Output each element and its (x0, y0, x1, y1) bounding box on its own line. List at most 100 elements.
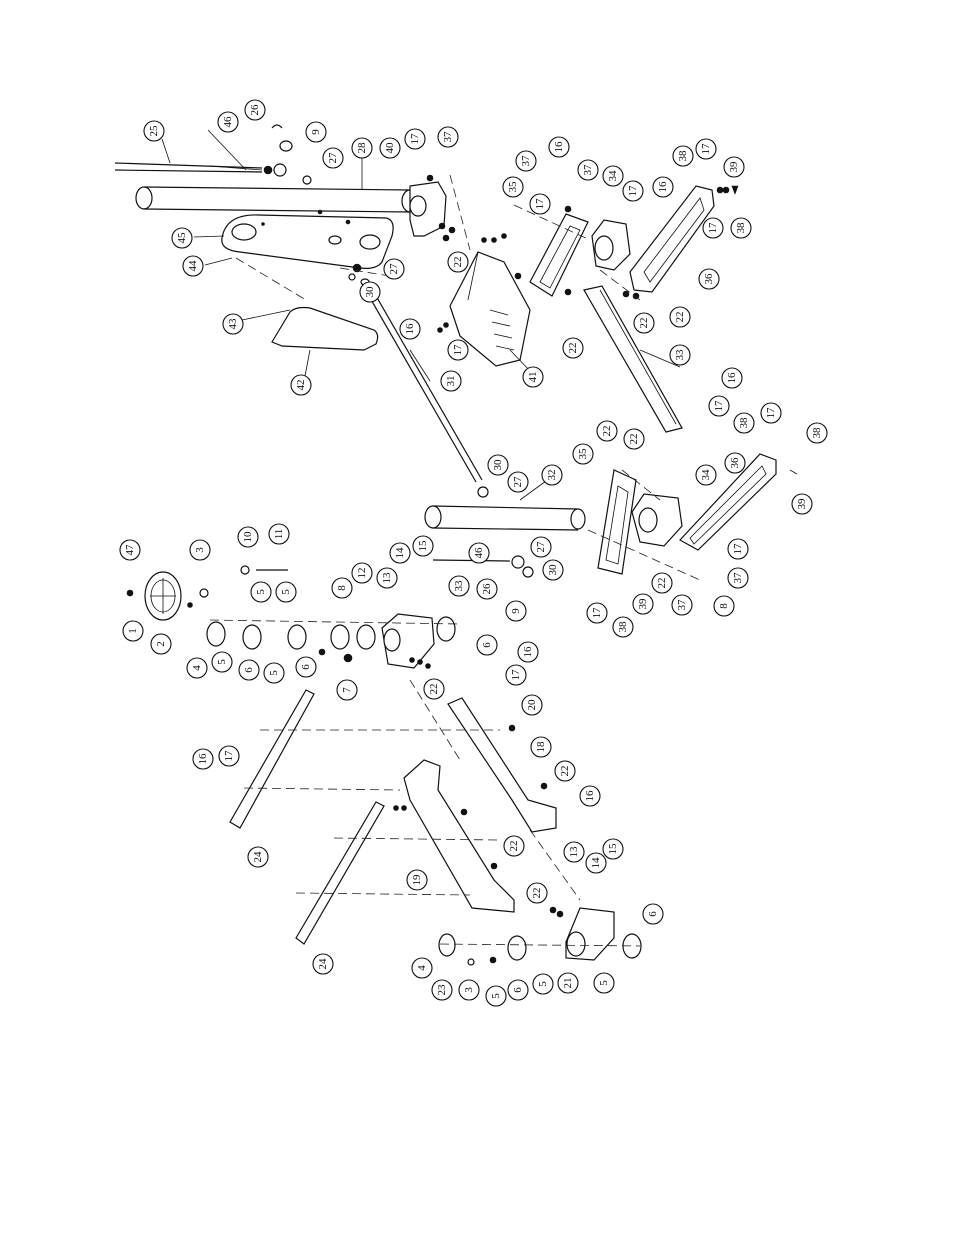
svg-text:36: 36 (703, 273, 715, 285)
svg-text:44: 44 (187, 260, 199, 272)
svg-text:38: 38 (735, 222, 747, 234)
svg-text:9: 9 (310, 129, 322, 135)
svg-text:38: 38 (617, 621, 629, 633)
callout-c22i: 22 (554, 760, 576, 782)
svg-text:17: 17 (765, 407, 777, 419)
callout-c37e: 37 (727, 567, 749, 589)
callout-c22h: 22 (423, 678, 445, 700)
upper-rail-right (629, 185, 739, 293)
cover-plate (271, 306, 379, 351)
svg-text:16: 16 (726, 372, 738, 384)
callout-c24a: 24 (247, 846, 269, 868)
callout-c17i: 17 (586, 602, 608, 624)
svg-text:8: 8 (336, 585, 348, 591)
svg-text:25: 25 (148, 125, 160, 137)
svg-text:6: 6 (243, 667, 255, 673)
svg-text:43: 43 (227, 318, 239, 330)
callout-c5b: 5 (275, 581, 297, 603)
callout-c34b: 34 (695, 464, 717, 486)
callout-c24b: 24 (312, 953, 334, 975)
callout-c25a: 25 (143, 120, 165, 142)
svg-text:17: 17 (452, 344, 464, 356)
callout-c36a: 36 (698, 268, 720, 290)
svg-text:27: 27 (535, 541, 547, 553)
svg-text:38: 38 (738, 417, 750, 429)
callout-c26b: 26 (476, 578, 498, 600)
svg-text:27: 27 (388, 263, 400, 275)
callout-c13b: 13 (563, 841, 585, 863)
callout-c47: 47 (119, 539, 141, 561)
svg-text:16: 16 (522, 646, 534, 658)
callout-c22c: 22 (669, 306, 691, 328)
svg-text:36: 36 (729, 457, 741, 469)
svg-text:22: 22 (508, 841, 520, 852)
callout-c22e: 22 (596, 420, 618, 442)
svg-text:30: 30 (492, 459, 504, 471)
callout-c43: 43 (222, 313, 244, 335)
callout-c6a: 6 (238, 659, 260, 681)
upper-clamp (409, 174, 456, 242)
callout-c20: 20 (521, 694, 543, 716)
callout-c23: 23 (431, 979, 453, 1001)
lower-clamp (381, 613, 435, 669)
callout-c7: 7 (336, 679, 358, 701)
callout-c5g: 5 (593, 972, 615, 994)
long-rod (348, 263, 489, 498)
callout-c46a: 46 (217, 111, 239, 133)
svg-text:1: 1 (127, 628, 139, 634)
callout-c6b: 6 (295, 656, 317, 678)
svg-text:39: 39 (637, 598, 649, 610)
upper-main-tube (135, 186, 419, 213)
svg-text:16: 16 (657, 181, 669, 193)
callout-c1: 1 (122, 620, 144, 642)
callout-c16c: 16 (399, 318, 421, 340)
shield-plate (437, 233, 531, 367)
svg-text:6: 6 (647, 911, 659, 917)
svg-text:16: 16 (404, 323, 416, 335)
callout-c26a: 26 (244, 99, 266, 121)
svg-text:23: 23 (436, 984, 448, 996)
callout-c5f: 5 (532, 973, 554, 995)
callout-c15b: 15 (602, 838, 624, 860)
upper-rail-left (529, 205, 589, 297)
callout-c5d: 5 (263, 662, 285, 684)
callout-c4a: 4 (186, 657, 208, 679)
svg-text:33: 33 (453, 580, 465, 592)
callout-c6c: 6 (476, 634, 498, 656)
svg-text:35: 35 (507, 181, 519, 193)
svg-text:34: 34 (607, 170, 619, 182)
lower-collar-assembly (438, 906, 642, 966)
svg-text:32: 32 (546, 470, 558, 481)
svg-text:5: 5 (280, 589, 292, 595)
mid-rail-right (679, 453, 777, 551)
svg-text:47: 47 (124, 544, 136, 556)
callout-c33a: 33 (669, 344, 691, 366)
svg-text:34: 34 (700, 469, 712, 481)
callout-c17e: 17 (702, 217, 724, 239)
svg-text:45: 45 (176, 232, 188, 244)
svg-text:17: 17 (707, 222, 719, 234)
svg-text:26: 26 (249, 104, 261, 116)
svg-text:14: 14 (394, 547, 406, 559)
callout-c3b: 3 (458, 979, 480, 1001)
callout-c9b: 9 (505, 600, 527, 622)
svg-text:16: 16 (584, 790, 596, 802)
svg-text:5: 5 (598, 980, 610, 986)
callout-c36b: 36 (724, 452, 746, 474)
mid-rail-left (597, 469, 637, 575)
svg-text:22: 22 (452, 257, 464, 268)
svg-text:5: 5 (216, 659, 228, 665)
callout-c27d: 27 (530, 536, 552, 558)
callout-c46b: 46 (468, 542, 490, 564)
svg-text:17: 17 (732, 543, 744, 555)
svg-text:17: 17 (510, 669, 522, 681)
svg-text:2: 2 (155, 641, 167, 647)
svg-text:13: 13 (568, 846, 580, 858)
svg-text:40: 40 (384, 142, 396, 154)
svg-text:41: 41 (527, 372, 539, 383)
callout-c5c: 5 (211, 651, 233, 673)
callout-c22j: 22 (503, 835, 525, 857)
svg-text:35: 35 (577, 448, 589, 460)
callout-c14a: 14 (389, 542, 411, 564)
